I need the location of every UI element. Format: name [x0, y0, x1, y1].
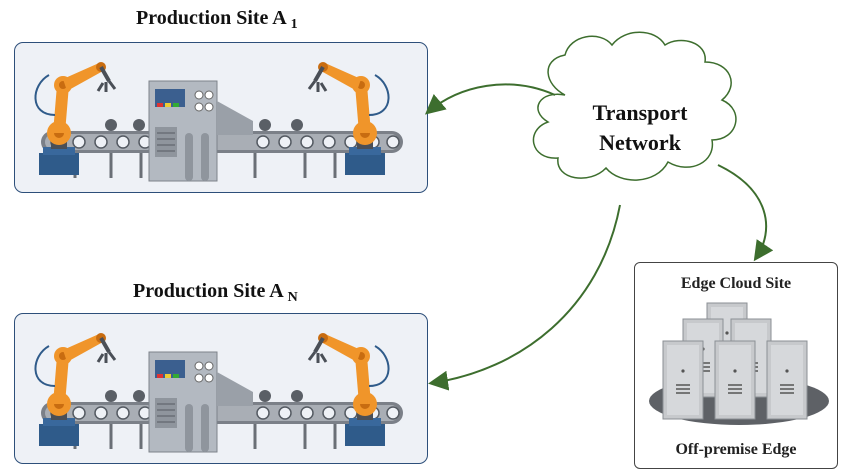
off-premise-edge-label: Off-premise Edge — [675, 441, 797, 458]
arrow-to-edge-cloud — [717, 164, 774, 262]
arrow-to-site-an — [428, 204, 621, 391]
transport-network-cloud — [532, 31, 737, 181]
site-an-subscript: N — [287, 290, 298, 305]
site-an-title: Production Site A N — [133, 280, 298, 306]
transport-network-label: Transport Network — [560, 98, 720, 158]
site-a1-title: Production Site A 1 — [136, 7, 298, 33]
cloud-label-line2: Network — [599, 130, 681, 155]
arrow-to-site-a1 — [424, 83, 556, 115]
production-site-a1-panel — [14, 42, 428, 193]
server-cluster-illustration — [649, 302, 829, 425]
production-site-an-panel — [14, 313, 428, 464]
site-a1-subscript: 1 — [290, 17, 298, 32]
edge-cloud-site-box: Edge Cloud Site Off-premise Edge — [634, 262, 838, 469]
site-an-title-text: Production Site A — [133, 280, 283, 302]
edge-cloud-site-title: Edge Cloud Site — [680, 275, 792, 292]
cloud-label-line1: Transport — [592, 100, 688, 125]
site-a1-title-text: Production Site A — [136, 7, 286, 29]
